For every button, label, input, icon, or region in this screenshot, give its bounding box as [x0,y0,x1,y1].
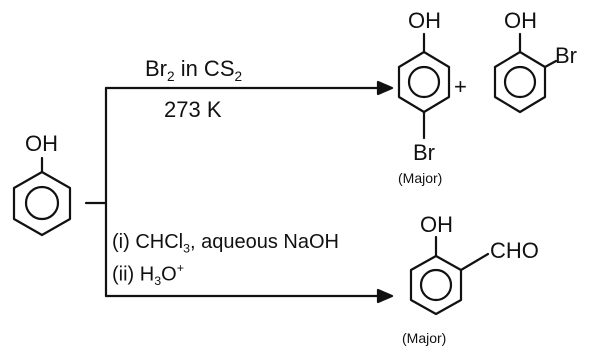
salicylaldehyde-ring [409,235,490,316]
upper-reagent: Br2 in CS2 [145,56,243,84]
plus-sign: + [454,74,467,99]
para-product-br-label: Br [413,140,435,165]
upper-condition: 273 K [164,97,222,122]
ortho-product-oh-label: OH [504,8,537,33]
salicylaldehyde-major-note: (Major) [402,330,447,346]
reagent-solvent-subscript: 2 [234,68,243,84]
reagent-br-subscript: 2 [167,68,175,84]
phenol-ring [12,156,72,237]
para-product-oh-label: OH [408,8,441,33]
step1-naoh: , aqueous NaOH [190,231,339,253]
step1-subscript: 3 [183,241,190,256]
step1-chcl: (i) CHCl [112,231,184,253]
para-product-ring [397,32,451,140]
lower-step2: (ii) H3O+ [112,262,184,287]
step2-h: (ii) H [112,263,155,286]
reagent-solvent: in CS [174,56,235,81]
ortho-product-ring [493,32,558,114]
step2-superscript: + [176,261,184,275]
salicylaldehyde-oh-label: OH [420,212,453,237]
lower-arrow-head [376,288,394,304]
step2-subscript: 3 [154,274,162,288]
step2-o: O [161,263,177,286]
reagent-br: Br [145,56,167,81]
salicylaldehyde-cho-label: CHO [490,238,539,263]
ortho-product-br-label: Br [555,43,577,68]
para-product-major-note: (Major) [398,170,443,186]
phenol-oh-label: OH [25,131,58,156]
upper-arrow-head [376,80,394,96]
lower-step1: (i) CHCl3, aqueous NaOH [112,232,339,255]
reaction-arrows [84,80,394,304]
